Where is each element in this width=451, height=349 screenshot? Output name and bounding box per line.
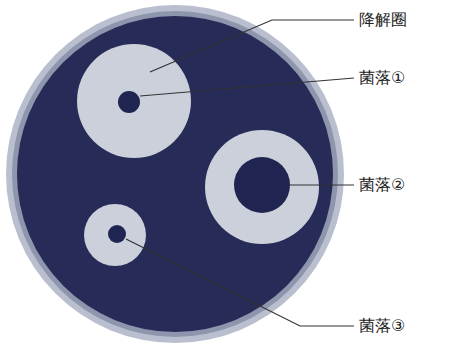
part-label: 菌落② [358, 175, 406, 195]
part-label: 菌落③ [358, 316, 406, 336]
culture-medium [17, 16, 333, 332]
dish-rim-inner [12, 11, 338, 337]
leader-line [150, 20, 354, 72]
dish-rim [6, 5, 344, 343]
degradation-zone [77, 44, 191, 158]
colony [108, 225, 126, 243]
colony [118, 91, 140, 113]
leader-line [140, 78, 354, 96]
part-label: 降解圈 [358, 10, 408, 30]
colony [234, 157, 290, 213]
leader-line [290, 184, 354, 185]
leader-line [126, 239, 354, 326]
degradation-zone [84, 204, 146, 266]
degradation-zone [205, 130, 319, 244]
part-label: 菌落① [358, 68, 406, 88]
